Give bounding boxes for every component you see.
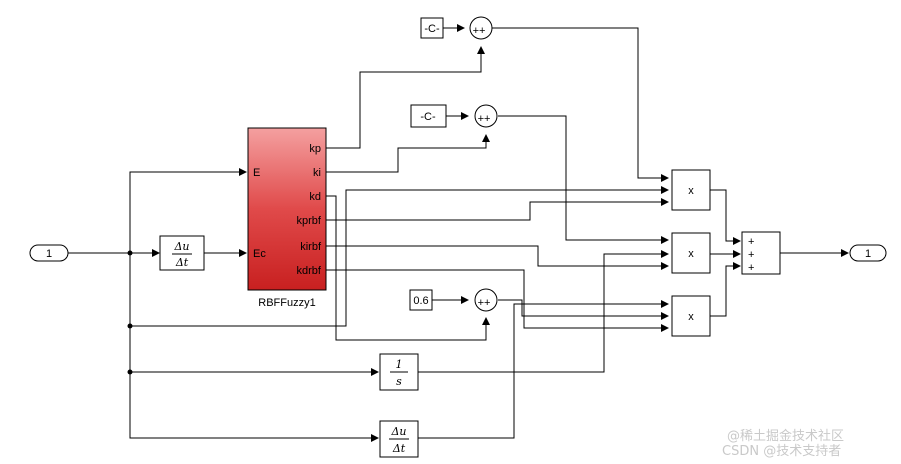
fuzzy-output-kirbf: kirbf — [300, 241, 322, 253]
inport-label: 1 — [46, 248, 52, 260]
constant-2-label: -C- — [420, 111, 436, 123]
outport-block[interactable] — [849, 244, 887, 262]
watermark-csdn: CSDN @技术支持者 — [722, 444, 841, 459]
wire-kd — [326, 195, 490, 341]
output-sum-sign-2: + — [748, 249, 754, 261]
junction-dot — [127, 369, 133, 375]
constant-block-2[interactable] — [410, 104, 447, 128]
derivative-2-den: Δt — [392, 442, 406, 455]
output-sum-sign-3: + — [748, 262, 754, 274]
fuzzy-output-kprbf: kprbf — [297, 215, 322, 227]
outport-label: 1 — [865, 248, 871, 260]
product-block-1[interactable] — [671, 169, 711, 211]
wire-kdrbf — [326, 269, 669, 332]
derivative-num: Δu — [173, 240, 189, 253]
product-block-3[interactable] — [671, 295, 711, 337]
fuzzy-input-Ec: Ec — [253, 248, 266, 260]
wire-sum1-prod1 — [492, 27, 669, 182]
constant-block-1[interactable] — [420, 17, 444, 39]
integrator-den: s — [396, 375, 402, 388]
output-sum-sign-1: + — [748, 236, 754, 248]
sum-block-2[interactable] — [474, 104, 498, 128]
junction-dot — [127, 323, 133, 329]
constant-1-label: -C- — [424, 23, 440, 35]
integrator-num: 1 — [396, 358, 403, 371]
sum-block-3[interactable] — [474, 288, 498, 312]
wire-integ-prod2 — [418, 250, 669, 373]
product-2-label: x — [688, 248, 694, 260]
wire-sum3-prod3 — [498, 299, 669, 320]
wire-kp — [326, 46, 485, 149]
watermark-juejin: @稀土掘金技术社区 — [727, 428, 844, 444]
fuzzy-output-kdrbf: kdrbf — [297, 265, 322, 277]
product-1-label: x — [688, 185, 694, 197]
constant-block-3[interactable] — [409, 289, 433, 311]
wire-p3-sum — [710, 262, 741, 317]
wire-e-to-prod1 — [130, 186, 669, 327]
wire-in-to-deriv2 — [129, 253, 379, 442]
wire-kirbf — [326, 245, 669, 270]
fuzzy-block-name: RBFFuzzy1 — [258, 297, 315, 309]
fuzzy-output-kp: kp — [309, 143, 321, 155]
fuzzy-output-ki: ki — [313, 167, 321, 179]
sum-3-signs: ++ — [478, 297, 491, 309]
product-3-label: x — [688, 311, 694, 323]
constant-3-label: 0.6 — [413, 295, 428, 307]
output-sum-block[interactable] — [741, 231, 781, 275]
fuzzy-output-kd: kd — [309, 191, 321, 203]
wire-kprbf — [326, 198, 669, 221]
derivative-den: Δt — [175, 256, 189, 269]
inport-block[interactable] — [29, 244, 69, 262]
derivative-2-num: Δu — [390, 425, 406, 438]
wire-p1-sum — [710, 189, 741, 245]
wire-deriv2-prod3 — [418, 300, 669, 439]
wire-in-to-E — [129, 168, 247, 253]
product-block-2[interactable] — [671, 232, 711, 274]
derivative-block[interactable] — [159, 235, 205, 271]
sum-1-signs: ++ — [473, 25, 486, 37]
wire-sum2-prod2 — [498, 115, 669, 244]
rbf-fuzzy-block[interactable] — [247, 127, 327, 291]
sum-2-signs: ++ — [478, 113, 491, 125]
fuzzy-input-E: E — [253, 167, 260, 179]
wire-ki — [326, 134, 490, 173]
sum-block-1[interactable] — [469, 16, 493, 40]
junction-dot — [127, 250, 133, 256]
